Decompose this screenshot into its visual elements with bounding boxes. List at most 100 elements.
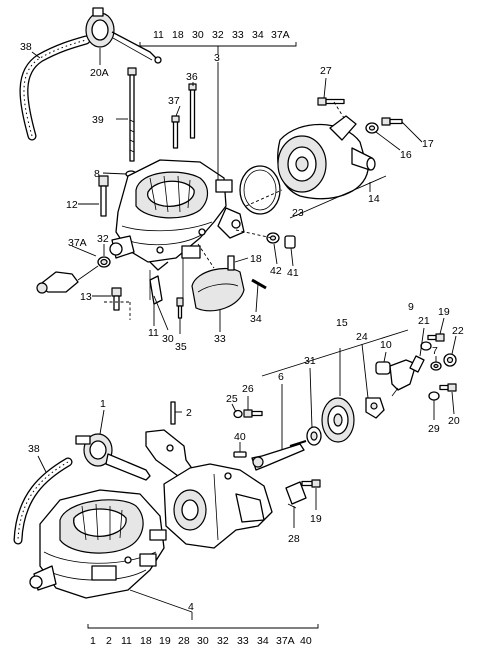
callout-27: 27	[320, 65, 332, 77]
washer-16-screw-17	[365, 117, 403, 134]
linkage-assembly-9	[375, 355, 425, 397]
choke-housing-14	[239, 115, 376, 215]
parts-42-41	[266, 232, 296, 249]
group4-item: 11	[121, 635, 132, 647]
callout-42: 42	[270, 265, 282, 277]
pull-down-unit-1	[75, 433, 151, 481]
group-bracket-15	[261, 329, 409, 396]
callout-16: 16	[400, 149, 412, 161]
callout-9: 9	[408, 301, 414, 313]
callout-6: 6	[278, 371, 284, 383]
idle-cutoff-valve-37a	[36, 256, 111, 294]
group3-item: 11	[153, 29, 164, 41]
callout-35: 35	[175, 341, 187, 353]
group-bracket-14	[289, 175, 387, 219]
callout-37a: 37A	[68, 237, 87, 249]
group4-item: 2	[106, 635, 112, 647]
diaphragm-15	[321, 397, 355, 443]
callout-33: 33	[214, 333, 226, 345]
choke-bracket-housing	[163, 463, 273, 549]
callout-37: 37	[168, 95, 180, 107]
callout-15: 15	[336, 317, 348, 329]
vacuum-hose-38-upper	[19, 35, 91, 141]
rod-2	[170, 401, 176, 425]
vacuum-hose-38-lower	[13, 457, 73, 545]
callout-40: 40	[234, 431, 246, 443]
lever-6	[251, 440, 307, 471]
group4-item: 32	[217, 635, 229, 647]
long-screw-39	[127, 67, 137, 162]
leader-lines	[31, 48, 457, 528]
carburettor-upper	[109, 159, 245, 300]
group-bracket-3	[139, 42, 297, 180]
callout-17: 17	[422, 138, 434, 150]
group4-item: 28	[178, 635, 190, 647]
screw-19-upper	[427, 333, 445, 342]
group4-item: 30	[197, 635, 209, 647]
carburettor-lower	[29, 489, 167, 599]
callout-1: 1	[100, 398, 106, 410]
washer-21	[420, 341, 432, 351]
callout-21: 21	[418, 315, 430, 327]
callout-30: 30	[162, 333, 174, 345]
dashed-assembly-lines	[104, 101, 345, 320]
callout-3: 3	[214, 52, 220, 64]
callout-11: 11	[148, 327, 159, 339]
callout-25: 25	[226, 393, 238, 405]
callout-20: 20	[448, 415, 460, 427]
pin-34	[251, 278, 267, 290]
linkage-parts-11-30-35	[149, 275, 184, 319]
callout-22: 22	[452, 325, 464, 337]
callout-36: 36	[186, 71, 198, 83]
callout-14: 14	[368, 193, 380, 205]
callout-labels: 38 20A 39 37 36 8 12 37A 32 13 11 30 35 …	[20, 41, 464, 613]
screw-13	[111, 287, 122, 311]
callout-2: 2	[186, 407, 192, 419]
group3-item: 30	[192, 29, 204, 41]
screw-12	[98, 175, 109, 217]
group-bracket-4	[87, 589, 319, 629]
washer-29	[428, 391, 440, 401]
callout-38-lower: 38	[28, 443, 40, 455]
callout-28: 28	[288, 533, 300, 545]
callout-19-upper: 19	[438, 306, 450, 318]
clip-18	[227, 255, 235, 271]
bracket-28-screw-19	[285, 479, 321, 509]
callout-38-upper: 38	[20, 41, 32, 53]
callout-31: 31	[304, 355, 316, 367]
callout-19-lower: 19	[310, 513, 322, 525]
callout-24: 24	[356, 331, 368, 343]
callout-7: 7	[432, 345, 438, 357]
callout-26: 26	[242, 383, 254, 395]
spring-7	[430, 361, 442, 371]
callout-10: 10	[380, 339, 392, 351]
callout-12: 12	[66, 199, 78, 211]
callout-32: 32	[97, 233, 109, 245]
screw-26-washer-25-pin-40	[233, 409, 263, 458]
group4-item: 34	[257, 635, 269, 647]
group3-item: 34	[252, 29, 264, 41]
callout-29: 29	[428, 423, 440, 435]
callout-41: 41	[287, 267, 299, 279]
screw-27	[317, 97, 345, 106]
group4-item: 37A	[276, 635, 295, 647]
group4-item: 33	[237, 635, 249, 647]
callout-23: 23	[292, 207, 304, 219]
group4-item: 18	[140, 635, 152, 647]
washer-31	[306, 426, 322, 446]
nut-22	[443, 353, 457, 367]
callout-39: 39	[92, 114, 104, 126]
group3-item: 32	[212, 29, 224, 41]
screw-20	[439, 383, 457, 392]
callout-8: 8	[94, 168, 100, 180]
group4-item: 19	[159, 635, 171, 647]
lever-24	[365, 397, 385, 419]
group4-item: 40	[300, 635, 312, 647]
group-3-item-list: 11 18 30 32 33 34 37A	[153, 29, 290, 41]
group3-item: 37A	[271, 29, 290, 41]
screws-36-37	[171, 83, 197, 149]
callout-13: 13	[80, 291, 92, 303]
cover-33	[191, 267, 245, 312]
group3-item: 33	[232, 29, 244, 41]
